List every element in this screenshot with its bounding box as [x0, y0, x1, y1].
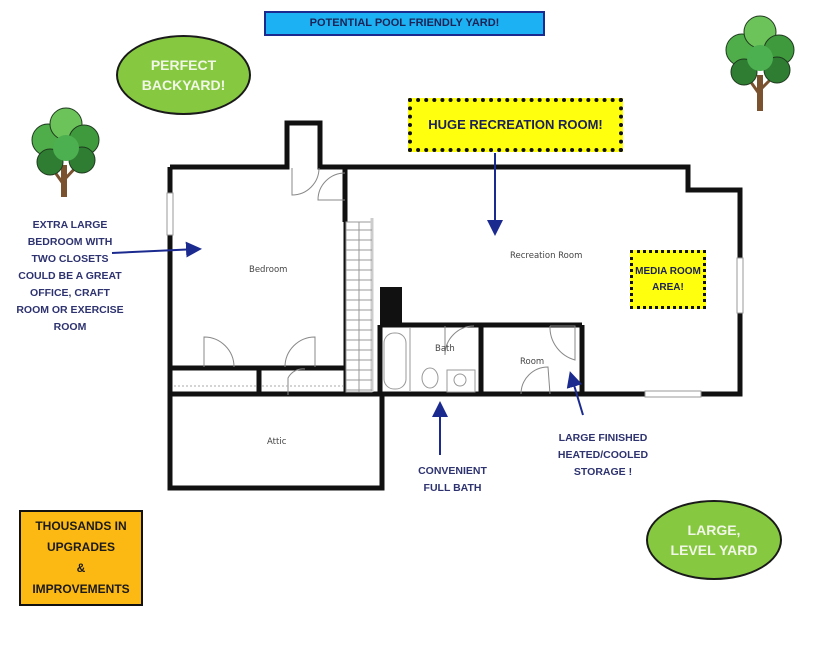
- note-line: BEDROOM WITH: [27, 236, 113, 248]
- note-line: ROOM OR EXERCISE: [16, 304, 124, 316]
- doors: [203, 167, 576, 395]
- note-line: LARGE FINISHED: [558, 432, 648, 444]
- huge-recreation-callout: HUGE RECREATION ROOM!: [408, 98, 623, 152]
- callout-line: THOUSANDS IN: [35, 519, 127, 533]
- arrows: [111, 153, 584, 455]
- upgrades-callout: THOUSANDS IN UPGRADES & IMPROVEMENTS: [19, 510, 143, 606]
- perfect-backyard-callout: PERFECT BACKYARD!: [116, 35, 251, 115]
- large-level-yard-callout: LARGE, LEVEL YARD: [646, 500, 782, 580]
- callout-line: UPGRADES: [46, 540, 115, 554]
- room-label-bedroom: Bedroom: [249, 265, 288, 275]
- note-line: ROOM: [53, 321, 87, 333]
- windows: [166, 192, 744, 398]
- pool-banner: POTENTIAL POOL FRIENDLY YARD!: [264, 11, 545, 36]
- room-label-attic: Attic: [267, 437, 287, 447]
- column-block: [380, 287, 402, 327]
- bath-note: CONVENIENT FULL BATH: [400, 463, 505, 497]
- note-line: FULL BATH: [423, 482, 482, 494]
- tree-icon-left: [31, 107, 100, 197]
- note-line: STORAGE !: [573, 466, 633, 478]
- callout-line: AREA!: [652, 281, 684, 293]
- callout-line: LARGE,: [687, 522, 741, 538]
- note-line: TWO CLOSETS: [31, 253, 109, 265]
- media-room-callout: MEDIA ROOM AREA!: [630, 250, 706, 309]
- callout-line: LEVEL YARD: [670, 542, 758, 558]
- callout-line: IMPROVEMENTS: [32, 582, 130, 596]
- room-label-bath: Bath: [435, 344, 455, 354]
- arrow-storage: [566, 371, 584, 416]
- room-label-room: Room: [520, 357, 545, 367]
- bedroom-note: EXTRA LARGE BEDROOM WITH TWO CLOSETS COU…: [10, 217, 130, 336]
- staircase: [345, 218, 374, 393]
- note-line: CONVENIENT: [418, 465, 487, 477]
- room-label-recreation: Recreation Room: [510, 251, 583, 261]
- callout-line: BACKYARD!: [141, 77, 226, 93]
- note-line: COULD BE A GREAT: [18, 270, 122, 282]
- callout-line: &: [76, 561, 86, 575]
- arrow-bedroom: [111, 241, 202, 258]
- note-line: EXTRA LARGE: [32, 219, 108, 231]
- note-line: OFFICE, CRAFT: [30, 287, 110, 299]
- tree-icon-right: [725, 15, 795, 111]
- storage-note: LARGE FINISHED HEATED/COOLED STORAGE !: [548, 430, 658, 481]
- bath-fixtures: [383, 328, 476, 393]
- note-line: HEATED/COOLED: [557, 449, 649, 461]
- callout-line: PERFECT: [150, 57, 217, 73]
- callout-line: MEDIA ROOM: [635, 265, 701, 277]
